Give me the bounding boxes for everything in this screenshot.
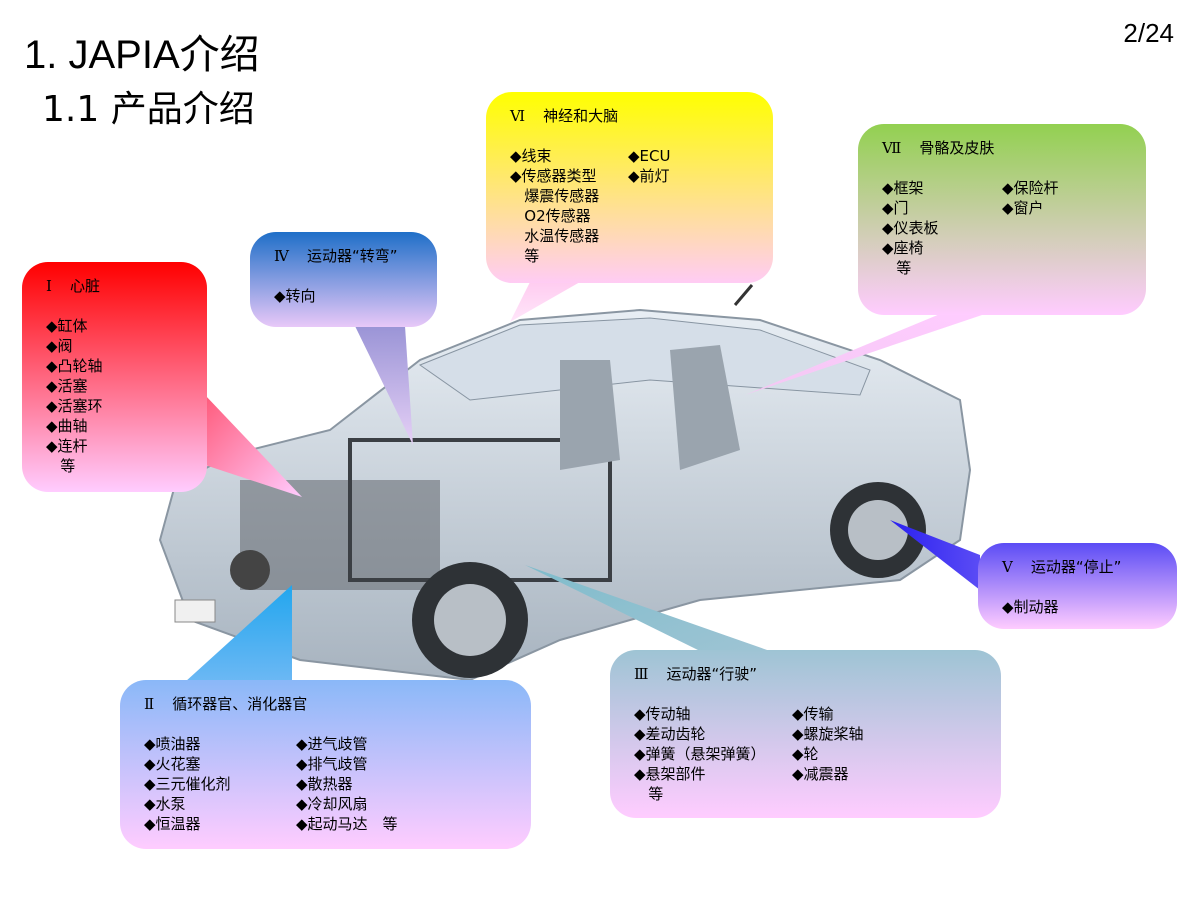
list-item: 等: [46, 457, 76, 475]
list-col2: ◆传输 ◆螺旋桨轴 ◆轮 ◆减震器: [792, 704, 864, 804]
list-item: 爆震传感器: [510, 187, 600, 205]
list-item: ◆减震器: [792, 765, 849, 783]
list-item: ◆传输: [792, 705, 834, 723]
list-item: ◆喷油器: [144, 735, 201, 753]
list-col2: ◆保险杆 ◆窗户: [1002, 178, 1059, 278]
list-col1: ◆线束 ◆传感器类型 爆震传感器 O2传感器 水温传感器 等: [510, 146, 628, 266]
pointer-stop: [890, 520, 980, 590]
list-item: ◆座椅: [882, 239, 924, 257]
list-item: ◆起动马达 等: [296, 815, 398, 833]
pointer-turn: [355, 326, 413, 445]
slide-subtitle: 1.1 产品介绍: [42, 89, 255, 130]
list-item: ◆三元催化剂: [144, 775, 231, 793]
list-item: ◆缸体: [46, 317, 88, 335]
list-col2: ◆ECU ◆前灯: [628, 146, 670, 266]
pointer-heart: [205, 395, 302, 497]
list-item: ◆冷却风扇: [296, 795, 368, 813]
list-item: ◆差动齿轮: [634, 725, 706, 743]
list-item: ◆仪表板: [882, 219, 939, 237]
list-item: ◆悬架部件: [634, 765, 706, 783]
list-item: ◆进气歧管: [296, 735, 368, 753]
list-item: ◆活塞环: [46, 397, 103, 415]
list-item: ◆前灯: [628, 167, 670, 185]
list-item: ◆ECU: [628, 147, 671, 165]
list-item: 等: [510, 247, 540, 265]
list-item: 等: [882, 259, 912, 277]
list-item: ◆排气歧管: [296, 755, 368, 773]
list-col1: ◆制动器: [1002, 597, 1177, 617]
list-item: ◆凸轮轴: [46, 357, 103, 375]
list-item: ◆制动器: [1002, 598, 1059, 616]
list-item: ◆门: [882, 199, 909, 217]
list-item: ◆水泵: [144, 795, 186, 813]
pointer-brain: [510, 282, 580, 322]
list-col1: ◆传动轴 ◆差动齿轮 ◆弹簧（悬架弹簧） ◆悬架部件 等: [634, 704, 792, 804]
list-col1: ◆框架 ◆门 ◆仪表板 ◆座椅 等: [882, 178, 1002, 278]
list-item: ◆活塞: [46, 377, 88, 395]
list-item: ◆传感器类型: [510, 167, 597, 185]
list-item: ◆散热器: [296, 775, 353, 793]
pointer-circulation: [185, 585, 292, 682]
list-item: ◆螺旋桨轴: [792, 725, 864, 743]
page-number: 2/24: [1123, 18, 1174, 48]
list-item: ◆传动轴: [634, 705, 691, 723]
list-item: O2传感器: [510, 207, 591, 225]
list-col2: ◆进气歧管 ◆排气歧管 ◆散热器 ◆冷却风扇 ◆起动马达 等: [296, 734, 398, 834]
list-col1: ◆转向: [274, 286, 437, 306]
list-item: ◆转向: [274, 287, 316, 305]
list-item: ◆连杆: [46, 437, 88, 455]
car-shape: [158, 284, 972, 682]
list-col1: ◆缸体 ◆阀 ◆凸轮轴 ◆活塞 ◆活塞环 ◆曲轴 ◆连杆 等: [46, 316, 207, 476]
pointer-skeleton: [745, 314, 985, 395]
list-item: 水温传感器: [510, 227, 600, 245]
list-item: ◆火花塞: [144, 755, 201, 773]
list-item: ◆弹簧（悬架弹簧）: [634, 745, 766, 763]
list-col1: ◆喷油器 ◆火花塞 ◆三元催化剂 ◆水泵 ◆恒温器: [144, 734, 296, 834]
list-item: ◆轮: [792, 745, 819, 763]
list-item: ◆框架: [882, 179, 924, 197]
slide-title: 1. JAPIA介绍: [24, 33, 260, 77]
list-item: ◆保险杆: [1002, 179, 1059, 197]
list-item: ◆阀: [46, 337, 73, 355]
pointer-drive: [525, 565, 770, 651]
list-item: ◆恒温器: [144, 815, 201, 833]
list-item: ◆线束: [510, 147, 552, 165]
list-item: ◆窗户: [1002, 199, 1044, 217]
list-item: ◆曲轴: [46, 417, 88, 435]
list-item: 等: [634, 785, 664, 803]
